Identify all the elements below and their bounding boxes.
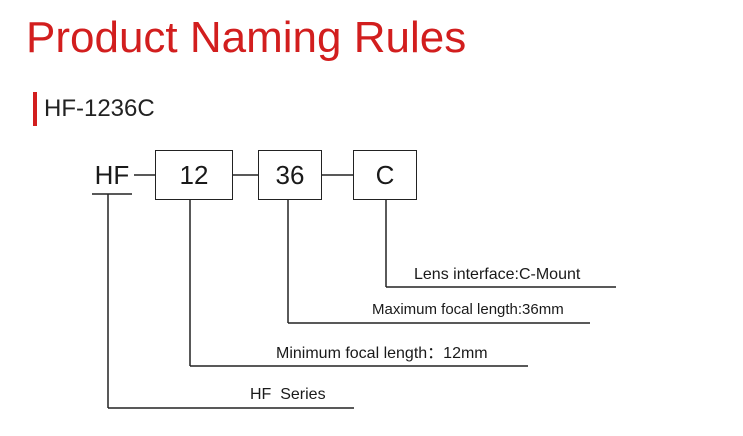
code-prefix-hf: HF bbox=[94, 160, 130, 190]
label-lens-interface: Lens interface:C-Mount bbox=[414, 266, 581, 283]
label-series: HF Series bbox=[250, 386, 326, 403]
page-title: Product Naming Rules bbox=[26, 13, 467, 62]
label-min-focal: Minimum focal length：12mm bbox=[276, 345, 488, 362]
code-box-min-focal: 12 bbox=[155, 150, 233, 200]
code-box-interface: C bbox=[353, 150, 417, 200]
model-subtitle: HF-1236C bbox=[44, 95, 155, 122]
label-max-focal: Maximum focal length:36mm bbox=[372, 301, 564, 318]
subtitle-accent-bar bbox=[33, 92, 37, 126]
code-box-max-focal: 36 bbox=[258, 150, 322, 200]
